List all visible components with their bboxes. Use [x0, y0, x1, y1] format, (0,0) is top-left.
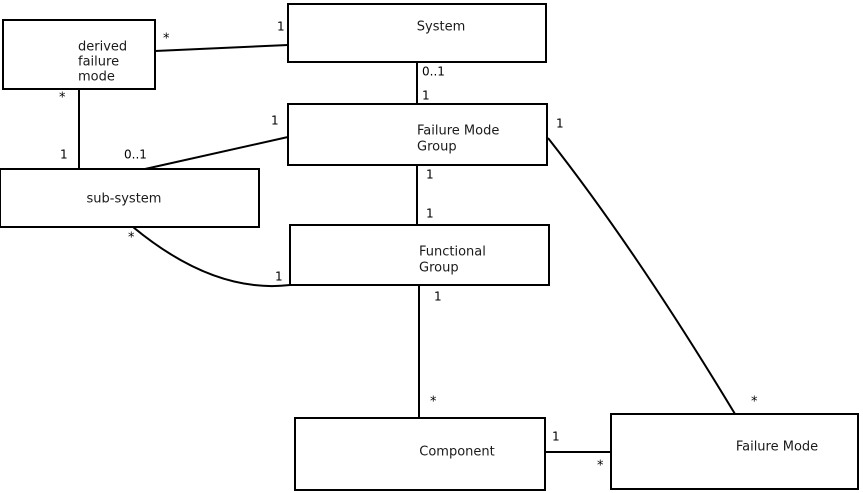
multiplicity-system-to-failure-mode-group: 0..1	[422, 65, 445, 79]
class-box-failure-mode-rect	[610, 413, 859, 490]
class-box-component[interactable]: Component	[294, 417, 546, 491]
multiplicity-failure-mode-group-to-system: 1	[422, 89, 430, 103]
class-box-derived-failure-mode-rect	[2, 19, 156, 90]
class-label-component: Component	[419, 445, 494, 460]
multiplicity-sub-system-to-derived-failure-mode: 1	[60, 148, 68, 162]
multiplicity-sub-system-to-functional-group: *	[128, 231, 135, 246]
association-sub-system-functional-group	[132, 226, 291, 288]
class-box-failure-mode[interactable]: Failure Mode	[610, 413, 859, 490]
class-label-derived-failure-mode-line3: mode	[78, 70, 115, 85]
multiplicity-functional-group-to-failure-mode-group: 1	[426, 207, 434, 221]
class-box-failure-mode-group-rect	[287, 103, 548, 166]
multiplicity-failure-mode-group-to-sub-system: 1	[271, 114, 279, 128]
class-box-functional-group[interactable]: Functional Group	[289, 224, 550, 286]
class-label-failure-mode: Failure Mode	[736, 440, 818, 455]
class-box-system[interactable]: System	[287, 3, 547, 63]
class-box-derived-failure-mode[interactable]: derived failure mode	[2, 19, 156, 90]
class-label-derived-failure-mode-line2: failure	[78, 55, 119, 70]
class-box-failure-mode-group[interactable]: Failure Mode Group	[287, 103, 548, 166]
multiplicity-failure-mode-to-component: *	[597, 459, 604, 474]
class-label-functional-group-line2: Group	[419, 261, 459, 276]
multiplicity-failure-mode-group-to-functional-group: 1	[426, 168, 434, 182]
multiplicity-derived-failure-mode-to-system: *	[163, 32, 170, 47]
association-failure-mode-group-sub-system	[144, 136, 289, 170]
multiplicity-derived-failure-mode-to-sub-system: *	[59, 91, 66, 106]
class-box-sub-system[interactable]: sub-system	[0, 168, 260, 228]
class-label-functional-group-line1: Functional	[419, 245, 486, 260]
multiplicity-functional-group-to-component: 1	[434, 290, 442, 304]
multiplicity-component-to-functional-group: *	[430, 395, 437, 410]
class-label-sub-system: sub-system	[87, 192, 162, 207]
class-box-sub-system-rect	[0, 168, 260, 228]
class-label-failure-mode-group-line1: Failure Mode	[417, 124, 499, 139]
class-box-system-rect	[287, 3, 547, 63]
multiplicity-functional-group-to-sub-system: 1	[275, 270, 283, 284]
multiplicity-component-to-failure-mode: 1	[552, 430, 560, 444]
association-failure-mode-group-failure-mode	[547, 137, 736, 415]
class-box-component-rect	[294, 417, 546, 491]
multiplicity-failure-mode-group-to-failure-mode: 1	[556, 117, 564, 131]
multiplicity-sub-system-to-failure-mode-group: 0..1	[124, 148, 147, 162]
class-label-derived-failure-mode-line1: derived	[78, 40, 127, 55]
association-derived-failure-mode-system	[154, 44, 289, 52]
multiplicity-system-to-derived-failure-mode: 1	[277, 20, 285, 34]
class-label-failure-mode-group-line2: Group	[417, 140, 457, 155]
class-label-system: System	[417, 20, 465, 35]
multiplicity-failure-mode-to-failure-mode-group: *	[751, 395, 758, 410]
class-box-functional-group-rect	[289, 224, 550, 286]
